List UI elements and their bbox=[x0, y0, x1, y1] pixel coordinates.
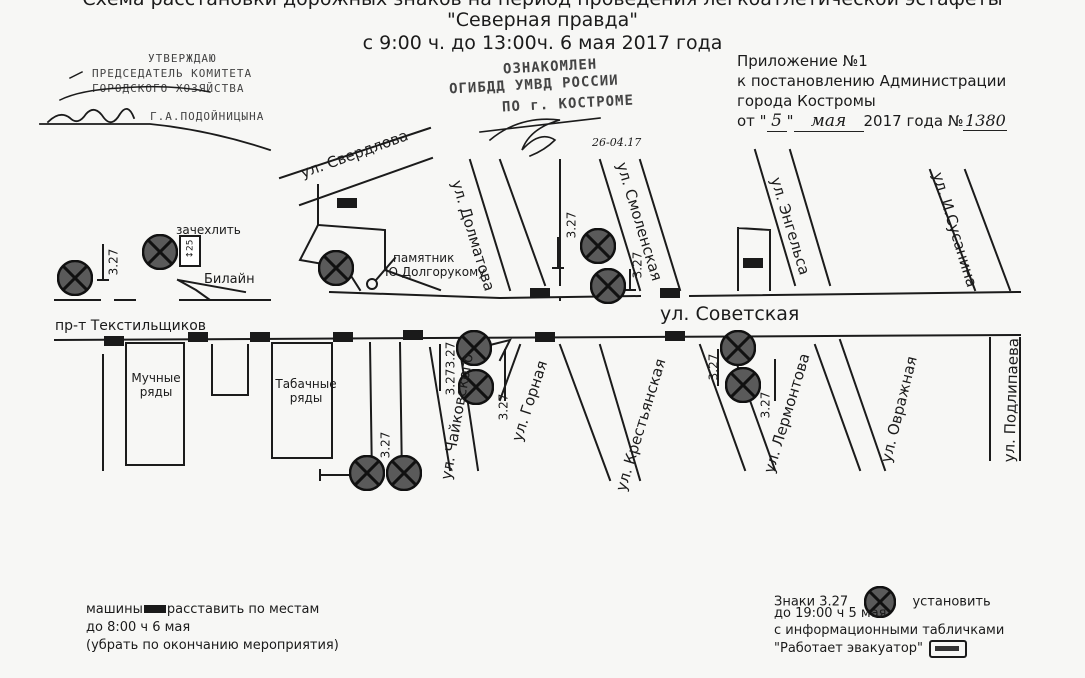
signs-legend-line-2: до 19:00 ч 5 мая bbox=[774, 606, 887, 621]
appendix-number: 1380 bbox=[963, 111, 1008, 131]
approval-line-1: УТВЕРЖДАЮ bbox=[148, 52, 217, 65]
cars-legend-line-2: до 8:00 ч 6 мая bbox=[86, 620, 191, 635]
no-stopping-sign-icon-3 bbox=[318, 250, 354, 286]
signs-legend-line-4: "Работает эвакуатор" bbox=[774, 639, 968, 659]
appendix-line-1: Приложение №1 bbox=[737, 52, 868, 70]
approval-line-4: Г.А.ПОДОЙНИЦЫНА bbox=[150, 110, 265, 123]
engelsa-pocket bbox=[736, 226, 772, 291]
evacuation-car-5 bbox=[333, 332, 353, 342]
no-stopping-sign-icon-9 bbox=[725, 367, 761, 403]
gornaya-street bbox=[488, 338, 522, 402]
sign-code-8: 3.27 bbox=[758, 391, 773, 419]
signs-legend-icon bbox=[864, 586, 897, 618]
muchnye-block bbox=[125, 342, 185, 466]
cars-legend-line-1: машины расставить по местам bbox=[86, 600, 319, 620]
cars-legend-suffix: расставить по местам bbox=[166, 602, 320, 617]
no-stopping-sign-icon-5 bbox=[590, 268, 626, 304]
place-muchnye: Мучные ряды bbox=[131, 371, 181, 399]
cover-label: зачехлить bbox=[176, 223, 241, 237]
sign-code-4: 3.27 bbox=[443, 341, 458, 369]
no-stopping-sign-icon-11 bbox=[386, 455, 422, 491]
street-tekstilshchikov: пр-т Текстильщиков bbox=[55, 318, 207, 334]
evacuation-car-7 bbox=[535, 332, 555, 342]
police-signature bbox=[479, 117, 601, 158]
covered-sign-text: ↕25 bbox=[185, 239, 196, 259]
monument-pointer bbox=[374, 256, 397, 282]
sign-post-2 bbox=[552, 237, 564, 269]
no-stopping-sign-icon-1 bbox=[57, 260, 93, 296]
no-stopping-sign-icon-10 bbox=[349, 455, 385, 491]
no-stopping-sign-icon-2 bbox=[142, 234, 178, 270]
approval-signature bbox=[39, 108, 272, 152]
event-time: с 9:00 ч. до 13:00ч. 6 мая 2017 года bbox=[362, 32, 723, 54]
monument-label-2: Ю.Долгорукому bbox=[385, 265, 486, 279]
street-sovetskaya: ул. Советская bbox=[660, 303, 800, 325]
evacuation-car-6 bbox=[403, 330, 423, 340]
place-beeline: Билайн bbox=[204, 272, 255, 287]
approval-line-2: ПРЕДСЕДАТЕЛЬ КОМИТЕТА bbox=[92, 67, 253, 80]
evacuation-car-8 bbox=[530, 288, 550, 298]
tow-truck-plate-label: "Работает эвакуатор" bbox=[774, 641, 924, 656]
evacuation-car-1 bbox=[337, 198, 357, 208]
event-name: "Северная правда" bbox=[446, 9, 639, 31]
cars-legend-prefix: машины bbox=[86, 602, 143, 617]
evacuation-car-3 bbox=[188, 332, 208, 342]
monument-label-1: памятник bbox=[393, 251, 455, 265]
evacuation-car-4 bbox=[250, 332, 270, 342]
tow-truck-icon bbox=[929, 639, 968, 658]
sign-code-1: 3.27 bbox=[106, 248, 121, 276]
sign-code-7: 3.27 bbox=[706, 353, 721, 381]
no-stopping-sign-icon-7 bbox=[458, 369, 494, 405]
police-stamp-date: 26-04.17 bbox=[592, 136, 642, 149]
ovrazhnaya-street bbox=[813, 338, 887, 472]
evacuation-car-9 bbox=[660, 288, 680, 298]
sign-post-1 bbox=[97, 244, 109, 281]
susanina-street bbox=[928, 168, 1012, 292]
engelsa-street bbox=[753, 148, 832, 287]
no-stopping-sign-icon-8 bbox=[720, 330, 756, 366]
place-tabachnye: Табачные ряды bbox=[275, 377, 337, 405]
chaikovskogo-right bbox=[428, 346, 480, 472]
evacuation-car-11 bbox=[743, 258, 763, 268]
evacuation-car-10 bbox=[665, 331, 685, 341]
covered-sign-box bbox=[179, 235, 201, 267]
legend-no-stopping-sign-icon bbox=[864, 586, 897, 618]
no-stopping-sign-icon-6 bbox=[456, 330, 492, 366]
sign-code-9: 3.27 bbox=[378, 431, 393, 459]
signs-legend-prefix: Знаки 3.27 bbox=[774, 594, 849, 610]
map-title: Схема расстановки дорожных знаков на пер… bbox=[0, 0, 1085, 10]
approval-signature-stroke bbox=[58, 70, 211, 102]
no-stopping-sign-icon-4 bbox=[580, 228, 616, 264]
appendix-month: мая bbox=[793, 111, 864, 132]
appendix-from: от " bbox=[737, 112, 767, 130]
appendix-line-3: города Костромы bbox=[737, 92, 876, 110]
appendix-line-2: к постановлению Администрации bbox=[737, 72, 1007, 90]
dolmatova-street bbox=[468, 158, 547, 292]
podlipaeva-street bbox=[989, 337, 1021, 461]
signs-legend-suffix: установить bbox=[912, 594, 991, 610]
car-legend-icon bbox=[143, 605, 166, 613]
cars-legend-line-3: (убрать по окончанию мероприятия) bbox=[86, 638, 339, 653]
evacuation-car-2 bbox=[104, 336, 124, 346]
appendix-year: 2017 года № bbox=[863, 112, 964, 130]
monument-marker bbox=[366, 278, 378, 290]
beeline-building bbox=[176, 278, 251, 301]
muchnye-small-block bbox=[211, 344, 249, 396]
sign-code-6: 3.27 bbox=[496, 393, 511, 421]
smolenskaya-street bbox=[598, 158, 682, 292]
sign-post-3 bbox=[624, 269, 636, 291]
signs-legend-line-1: Знаки 3.27 установить bbox=[774, 586, 991, 618]
krestyanskaya-street bbox=[558, 343, 642, 482]
sverdlova-lower bbox=[317, 184, 442, 292]
tabachnye-block bbox=[271, 342, 333, 459]
sverdlova-street bbox=[278, 126, 434, 207]
appendix-day: 5 bbox=[766, 111, 787, 132]
signs-legend-line-3: с информационными табличками bbox=[774, 623, 1005, 638]
sign-code-2: 3.27 bbox=[564, 211, 579, 239]
